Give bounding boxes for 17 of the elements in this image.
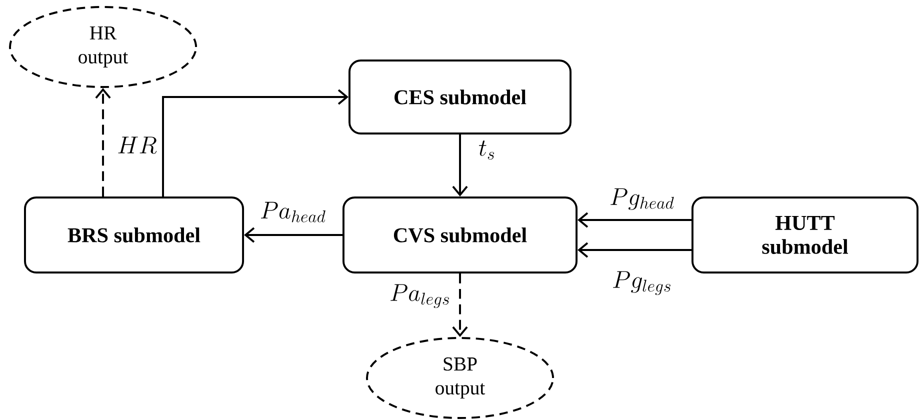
arrow bbox=[95, 88, 111, 196]
submodel-box: CES submodel bbox=[348, 60, 572, 134]
submodel-box: BRS submodel bbox=[24, 196, 244, 274]
arrow bbox=[162, 89, 348, 196]
edge-label: $Pa_{head}$ bbox=[258, 200, 328, 224]
arrow bbox=[578, 212, 692, 228]
submodel-box: CVS submodel bbox=[342, 196, 578, 274]
submodel-box: HUTT submodel bbox=[692, 196, 918, 274]
edge-label: $Pa_{legs}$ bbox=[388, 282, 452, 310]
arrow bbox=[452, 134, 468, 196]
edge-label: $Pg_{legs}$ bbox=[610, 270, 674, 296]
edge-label: $HR$ bbox=[116, 135, 158, 155]
arrow bbox=[578, 242, 692, 258]
edge-label: $t_s$ bbox=[477, 139, 497, 161]
arrow bbox=[244, 227, 342, 243]
edge-label: $Pg_{head}$ bbox=[608, 186, 676, 212]
arrow bbox=[452, 273, 468, 337]
